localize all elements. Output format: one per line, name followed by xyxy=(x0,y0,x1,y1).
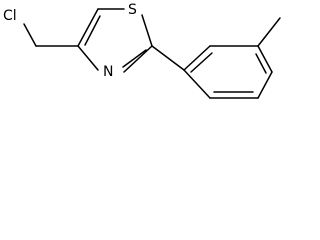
bond-c2-n-double xyxy=(122,49,147,68)
bond-ar6-ar1 xyxy=(183,69,211,99)
sulfur-atom-label: S xyxy=(128,2,137,18)
nitrogen-atom-label: N xyxy=(103,64,113,80)
bond-cl-ch2 xyxy=(23,23,37,47)
bond-methyl xyxy=(257,17,281,47)
bond-ar4-ar5 xyxy=(257,71,273,99)
chemical-structure-diagram: Cl S N xyxy=(3,2,281,99)
bond-c4-c5 xyxy=(77,8,99,47)
bond-c2-n xyxy=(123,45,153,73)
bond-s-c2 xyxy=(141,14,153,47)
bond-c2-aryl xyxy=(151,45,185,71)
chlorine-atom-label: Cl xyxy=(3,8,17,24)
bond-ar1-ar2-double xyxy=(190,52,213,73)
bond-c4-c5-double xyxy=(84,15,101,46)
bond-ar3-ar4 xyxy=(257,45,273,73)
bond-ar1-ar2 xyxy=(183,45,211,71)
bond-ar3-ar4-double xyxy=(255,53,267,74)
bond-n-c4 xyxy=(77,45,99,71)
